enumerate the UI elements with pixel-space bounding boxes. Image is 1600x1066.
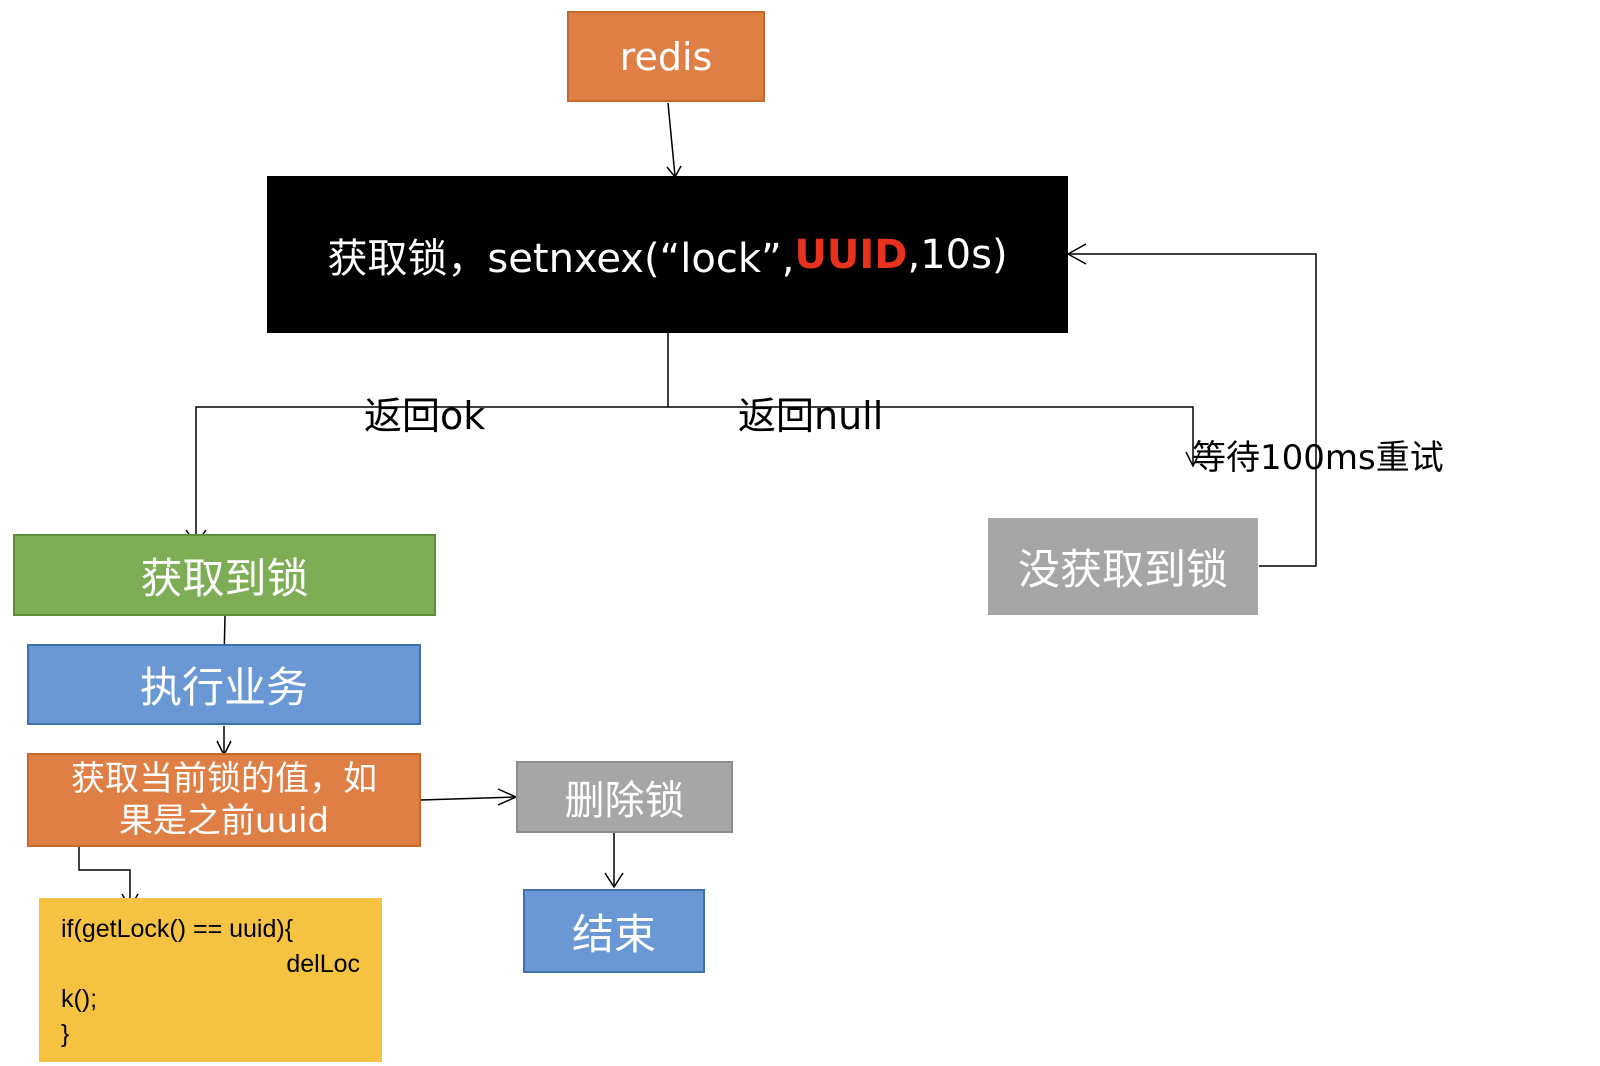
edge-compare-to-code xyxy=(78,825,131,908)
edge-label-wait: 等待100ms重试 xyxy=(1192,438,1444,478)
code-snippet: if(getLock() == uuid){ delLoc k(); } xyxy=(39,898,382,1062)
acquire-lock-node: 获取锁，setnxex(“lock”,UUID,10s) xyxy=(267,176,1068,333)
acquire-label-suffix: ,10s) xyxy=(907,231,1008,278)
got-lock-label: 获取到锁 xyxy=(140,553,309,603)
redis-node: redis xyxy=(567,11,765,102)
acquire-label-prefix: 获取锁，setnxex(“lock”, xyxy=(327,235,795,282)
delete-lock-label: 删除锁 xyxy=(564,778,685,824)
code-line-3: k(); xyxy=(61,985,98,1013)
edge-label-ok: 返回ok xyxy=(364,394,486,438)
edge-redis-to-acquire xyxy=(667,102,676,177)
edge-compare-to-delete xyxy=(420,796,517,801)
compare-label-line1: 获取当前锁的值，如 xyxy=(71,759,377,799)
edge-to-not-got-lock xyxy=(668,406,1194,466)
edge-to-got-lock xyxy=(195,406,668,544)
end-label: 结束 xyxy=(571,909,656,959)
execute-label: 执行业务 xyxy=(139,663,308,712)
execute-business-node: 执行业务 xyxy=(27,644,421,725)
code-line-1: if(getLock() == uuid){ xyxy=(61,915,294,943)
not-got-lock-label: 没获取到锁 xyxy=(1017,545,1228,594)
delete-lock-node: 删除锁 xyxy=(516,761,733,833)
got-lock-node: 获取到锁 xyxy=(13,534,436,616)
code-line-2: delLoc xyxy=(286,950,360,978)
code-line-4: } xyxy=(61,1020,70,1048)
not-got-lock-node: 没获取到锁 xyxy=(988,518,1258,615)
edge-retry-loop xyxy=(1068,253,1317,567)
edge-label-null: 返回null xyxy=(738,394,884,438)
redis-label: redis xyxy=(619,34,713,79)
compare-lock-node: 获取当前锁的值，如 果是之前uuid xyxy=(27,753,421,847)
acquire-label-uuid: UUID xyxy=(794,231,908,278)
end-node: 结束 xyxy=(523,889,705,973)
compare-label-line2: 果是之前uuid xyxy=(118,801,330,841)
